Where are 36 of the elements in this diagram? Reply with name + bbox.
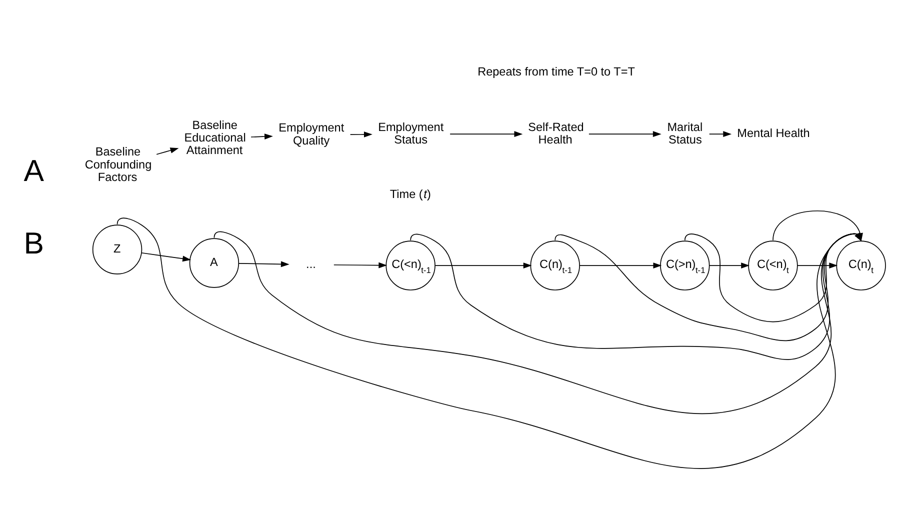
arrow xyxy=(772,210,863,242)
arrow xyxy=(708,131,732,138)
arrow xyxy=(238,261,290,268)
arrow xyxy=(450,131,523,138)
node-circle: C(<n)$_{t}$ xyxy=(748,240,798,290)
label: Repeats from time T=0 to T=T xyxy=(478,66,635,79)
arrow xyxy=(156,148,179,155)
node-text: Mental Health xyxy=(737,127,810,140)
node-circle: C(n)$_{t}$ xyxy=(836,240,886,290)
node-circle: C(n)$_{t-1}$ xyxy=(530,240,580,290)
arrow xyxy=(797,262,838,268)
arrow xyxy=(588,131,662,138)
node-text: Marital Status xyxy=(667,120,703,147)
arrow xyxy=(214,231,862,414)
node-text: Employment Quality xyxy=(278,122,344,148)
label: B xyxy=(24,228,44,261)
node-text: Employment Status xyxy=(378,120,444,147)
arrow xyxy=(579,262,662,268)
arrow xyxy=(350,132,372,138)
node-circle: C(>n)$_{t-1}$ xyxy=(660,240,710,290)
arrow xyxy=(684,232,862,322)
arrow xyxy=(250,134,273,140)
node-circle: A xyxy=(189,238,240,288)
node-text: ... xyxy=(306,258,316,271)
arrow xyxy=(141,252,192,262)
node-text: Self-Rated Health xyxy=(528,120,584,147)
arrow xyxy=(116,218,862,469)
arrow xyxy=(333,262,388,268)
arrow xyxy=(708,262,750,268)
label: Time (t) xyxy=(390,188,431,201)
arrow xyxy=(434,262,532,268)
node-text: Baseline Confounding Factors xyxy=(84,146,152,184)
node-circle: C(<n)$_{t-1}$ xyxy=(386,240,436,290)
node-text: Baseline Educational Attainment xyxy=(184,118,246,158)
node-circle: Z xyxy=(92,224,142,274)
label: A xyxy=(24,155,44,188)
